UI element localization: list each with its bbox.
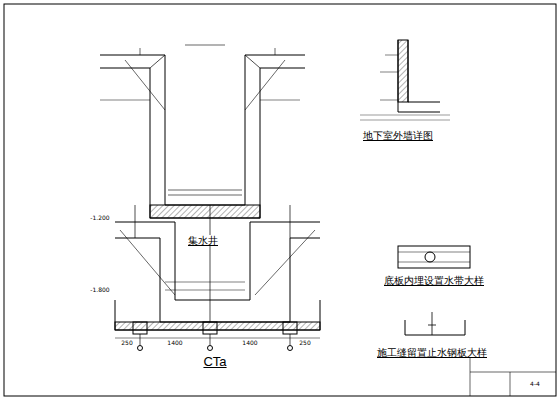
- elevation-text: -1.200: [89, 215, 110, 222]
- dimension-text: 1400: [241, 340, 258, 347]
- elevation-text: -1.800: [89, 287, 110, 294]
- dimension-text: 250: [120, 340, 133, 347]
- dimension-text: 1400: [166, 340, 183, 347]
- view-title: 地下室外墙详图: [362, 130, 434, 141]
- sheet-number: 4-4: [529, 381, 541, 388]
- dimension-text: 250: [298, 340, 311, 347]
- view-title: 底板内埋设置水带大样: [383, 275, 485, 286]
- view-title: 集水井: [187, 235, 219, 246]
- view-title: CTa: [202, 355, 227, 369]
- view-title: 施工缝留置止水钢板大样: [376, 347, 488, 358]
